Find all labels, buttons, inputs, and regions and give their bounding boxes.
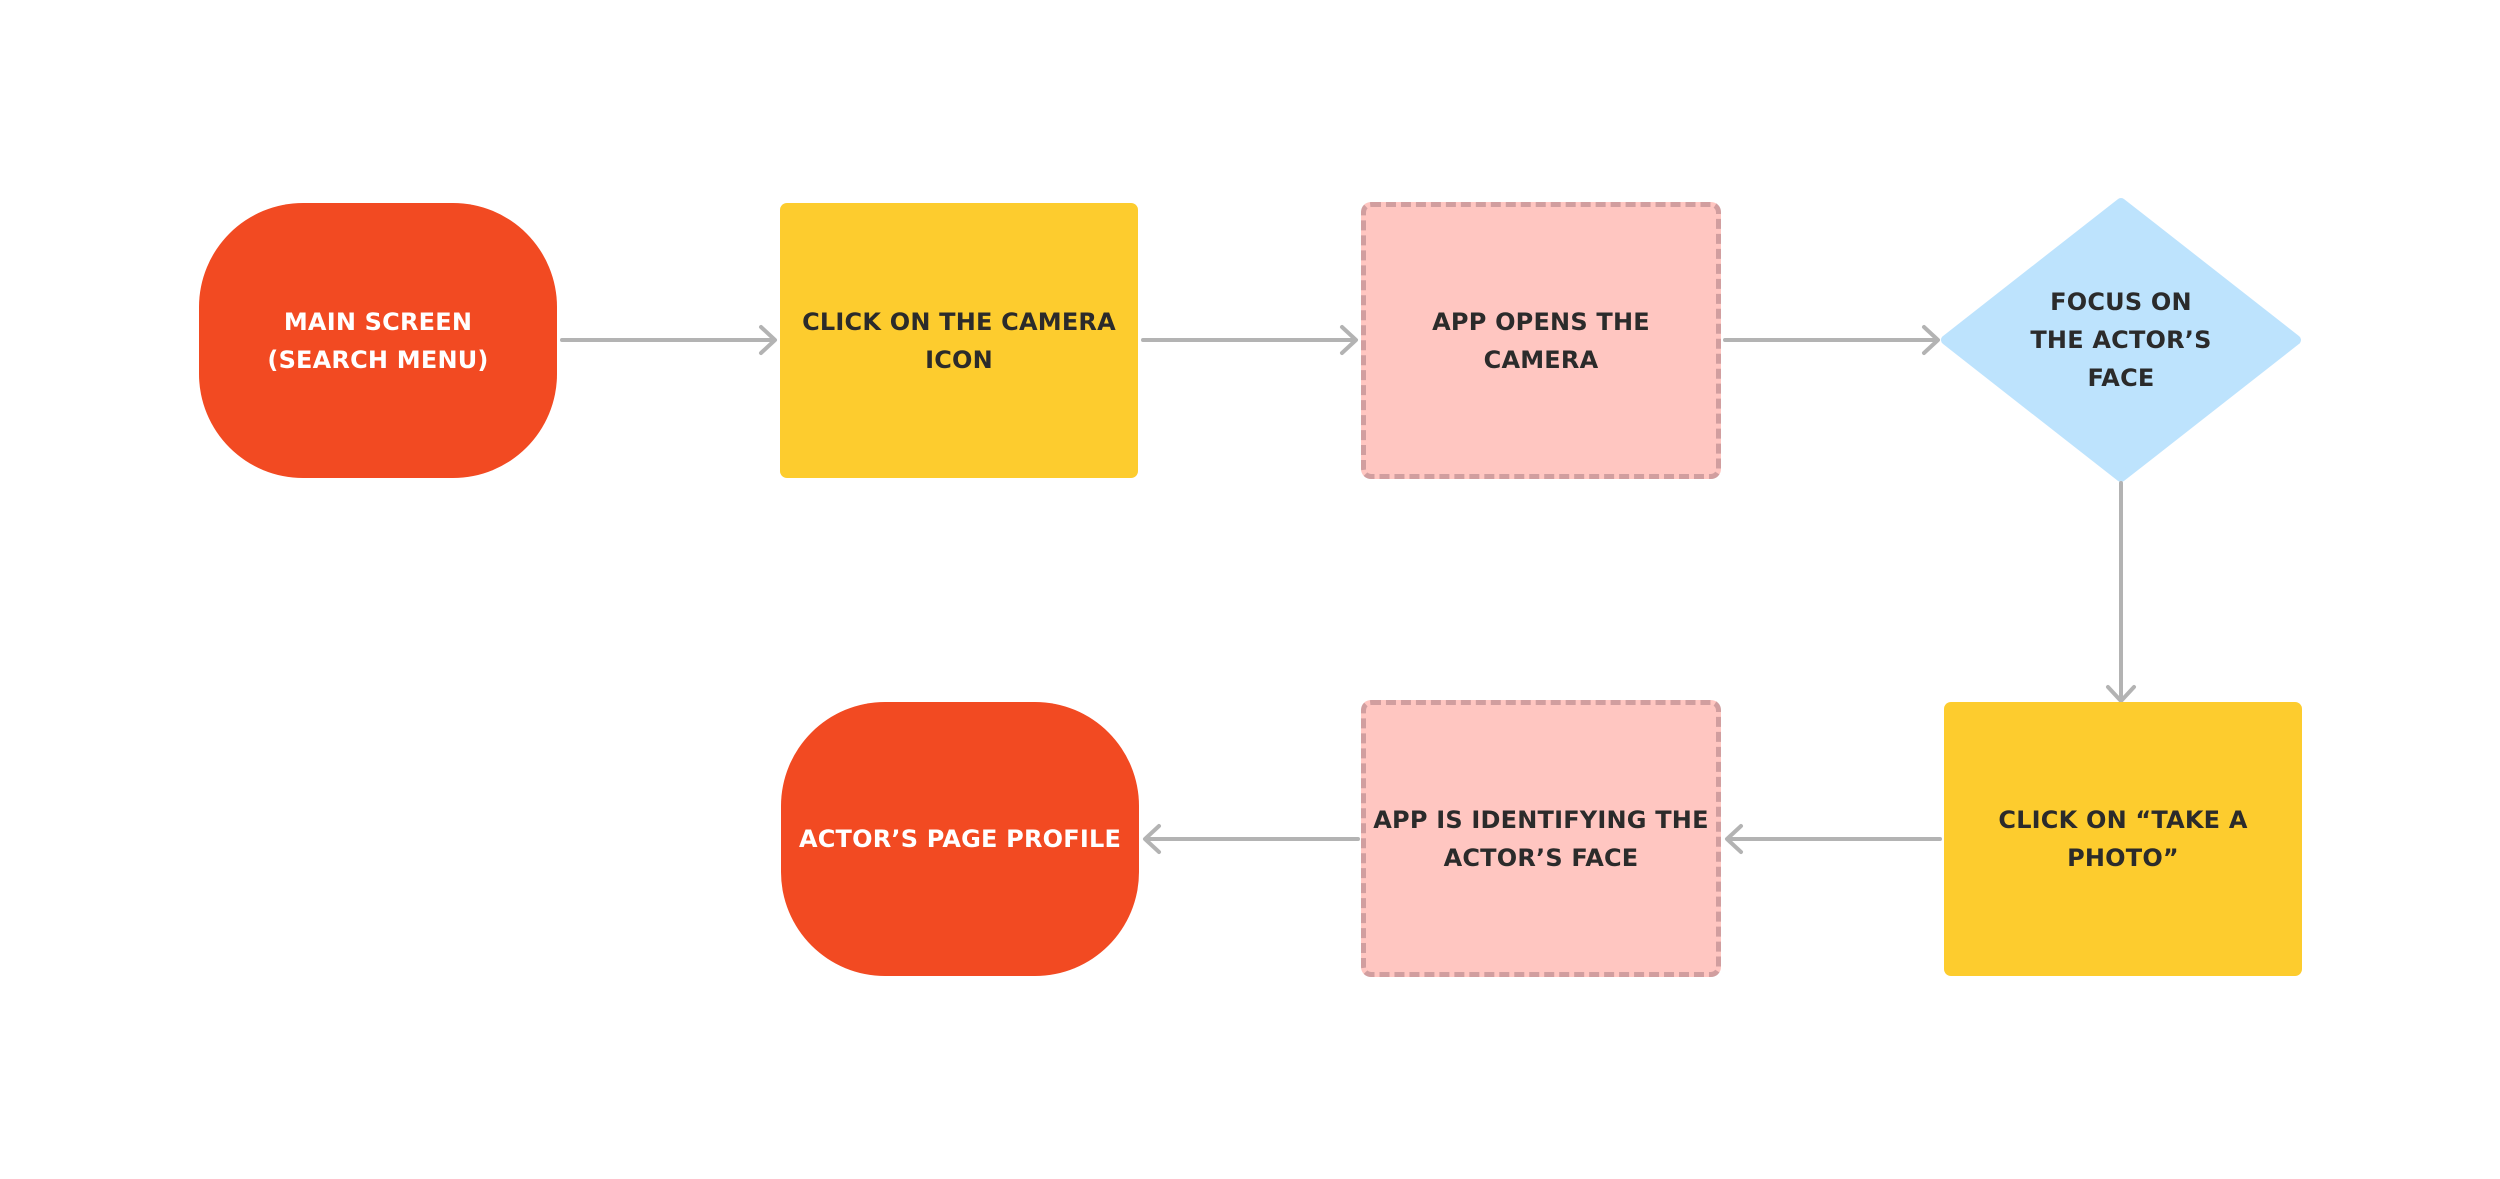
decision-diamond-shape: [1941, 198, 2301, 482]
actors-page-profile-label: ACTOR’S PAGE PROFILE: [798, 825, 1122, 853]
app-opens-camera-label: APP OPENS THE CAMERA: [1432, 307, 1650, 374]
click-camera-icon-step: CLICK ON THE CAMERA ICON: [780, 203, 1138, 478]
main-screen-label: MAIN SCREEN (SEARCH MENU): [267, 307, 489, 374]
main-screen-terminal: MAIN SCREEN (SEARCH MENU): [199, 203, 557, 478]
connector-arrow-3: [1723, 325, 1940, 355]
connector-arrow-1: [560, 325, 777, 355]
app-opens-camera-step: APP OPENS THE CAMERA: [1361, 202, 1721, 479]
app-identifying-face-step: APP IS IDENTIFYING THE ACTOR’S FACE: [1361, 700, 1721, 977]
actors-page-profile-terminal: ACTOR’S PAGE PROFILE: [781, 702, 1139, 976]
click-take-photo-step: CLICK ON “TAKE A PHOTO”: [1944, 702, 2302, 976]
connector-arrow-2: [1141, 325, 1358, 355]
app-identifying-face-label: APP IS IDENTIFYING THE ACTOR’S FACE: [1373, 805, 1709, 872]
connector-arrow-5: [1725, 824, 1942, 854]
click-take-photo-label: CLICK ON “TAKE A PHOTO”: [1998, 806, 2248, 872]
connector-arrow-6: [1143, 824, 1360, 854]
focus-actors-face-decision: FOCUS ON THE ACTOR’S FACE: [1976, 240, 2266, 440]
focus-actors-face-label: FOCUS ON THE ACTOR’S FACE: [2030, 288, 2212, 392]
connector-arrow-4: [2106, 481, 2136, 703]
click-camera-icon-label: CLICK ON THE CAMERA ICON: [802, 307, 1116, 374]
